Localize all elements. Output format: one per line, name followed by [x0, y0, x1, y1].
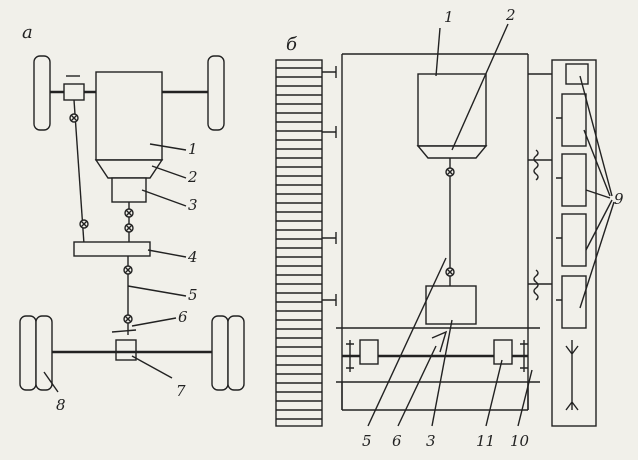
leader-b9-5: [579, 201, 615, 309]
leader-b9-3: [585, 189, 611, 199]
callout-b9: 9: [614, 190, 624, 208]
right-brake: [520, 340, 528, 372]
universal-joint-icon: [124, 208, 134, 218]
leader-a3: [141, 189, 187, 207]
leader-b9-2: [583, 129, 611, 197]
view-a-label: а: [22, 22, 33, 43]
view-b-tracked-schematic: б: [275, 6, 624, 450]
gearbox-b: [425, 285, 477, 325]
right-side-clutch: [493, 339, 513, 365]
bevel-gear: [431, 330, 448, 353]
rear-right-wheel-outer: [227, 315, 245, 391]
callout-b11: 11: [476, 432, 495, 450]
universal-joint-icon: [445, 267, 455, 277]
universal-joint-icon: [123, 314, 133, 324]
left-track: [275, 59, 323, 427]
rear-right-wheel-inner: [211, 315, 229, 391]
left-suspension-stubs: [322, 66, 337, 306]
gearbox: [111, 177, 147, 203]
leader-b6: [397, 345, 437, 427]
left-track-links: [276, 67, 322, 420]
callout-a2: 2: [187, 168, 198, 186]
transfer-case: [73, 241, 151, 257]
callout-b1: 1: [444, 8, 454, 26]
leader-a2: [151, 165, 187, 179]
engine-block: [95, 71, 163, 161]
front-left-wheel: [33, 55, 51, 131]
main-gear: [111, 329, 137, 333]
wheel-axle-stubs: [556, 117, 562, 301]
leader-b11: [485, 359, 503, 427]
view-a-wheeled-schematic: а: [19, 22, 245, 414]
leader-a5: [127, 285, 187, 297]
callout-b5: 5: [362, 432, 372, 450]
steering-gear: [63, 83, 85, 101]
left-side-clutch: [359, 339, 379, 365]
front-right-wheel: [207, 55, 225, 131]
universal-joint-icon: [445, 167, 455, 177]
view-b-label: б: [286, 34, 298, 55]
final-drive-lines: [341, 382, 529, 410]
leader-a8: [43, 371, 59, 393]
suspension-spring-icon: [533, 149, 539, 181]
leader-b3: [431, 319, 453, 427]
suspension-spring-icon: [533, 269, 539, 301]
leader-b9-4: [585, 199, 613, 251]
drive-sprocket: [565, 63, 589, 85]
rear-left-wheel-outer: [19, 315, 37, 391]
callout-b6: 6: [392, 432, 402, 450]
leader-b9-1: [579, 75, 613, 197]
universal-joint-icon: [124, 223, 134, 233]
leader-a6: [131, 317, 177, 327]
callout-b10: 10: [510, 432, 530, 450]
engine-block-b: [417, 73, 487, 147]
leader-b10: [517, 369, 533, 427]
leader-b2: [451, 23, 509, 151]
callout-b2: 2: [505, 6, 516, 24]
leader-a1: [149, 143, 187, 151]
differential: [115, 339, 137, 361]
universal-joint-icon: [123, 265, 133, 275]
callout-a1: 1: [188, 140, 198, 158]
idler-mount: [565, 340, 579, 411]
leader-b1: [435, 27, 441, 77]
clutch-housing-b: [416, 145, 488, 159]
road-wheel-3: [561, 213, 587, 267]
callout-a3: 3: [188, 196, 198, 214]
clutch-housing: [94, 159, 164, 179]
leader-a7: [131, 355, 173, 379]
leader-a4: [147, 249, 187, 258]
callout-a4: 4: [187, 248, 198, 266]
left-brake: [346, 340, 354, 372]
road-wheel-2: [561, 153, 587, 207]
right-suspension: [528, 73, 552, 301]
rear-left-wheel-inner: [35, 315, 53, 391]
universal-joint-icon: [69, 113, 79, 123]
callout-b3: 3: [426, 432, 436, 450]
leader-b5: [367, 257, 447, 427]
callout-a5: 5: [188, 286, 198, 304]
callout-a7: 7: [176, 382, 186, 400]
road-wheel-1: [561, 93, 587, 147]
callout-a6: 6: [178, 308, 188, 326]
callout-a8: 8: [56, 396, 66, 414]
universal-joint-icon: [79, 219, 89, 229]
